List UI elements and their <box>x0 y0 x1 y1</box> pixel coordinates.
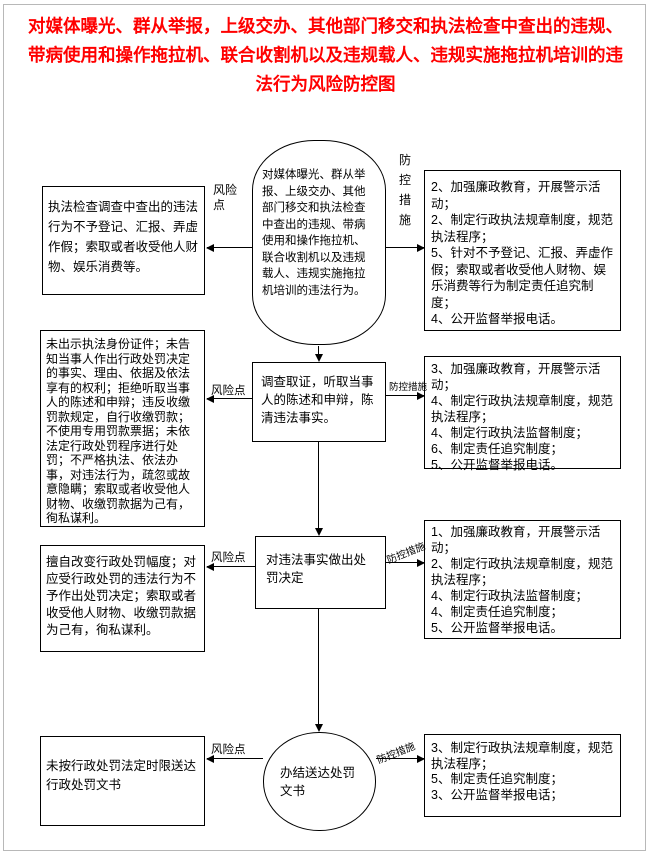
arrow-to-risk-2 <box>206 395 252 403</box>
arrowhead-left-icon <box>206 563 214 571</box>
arrow-down-2 <box>315 442 323 536</box>
arrowhead-down-icon <box>315 528 323 536</box>
risk-point-label-1: 风险点 <box>213 183 238 212</box>
arrowhead-down-icon <box>315 724 323 732</box>
arrowhead-left-icon <box>206 755 214 763</box>
measure-box-3: 1、加强廉政教育，开展警示活动； 2、制定行政执法规章制度，规范执法程序； 4、… <box>424 520 621 639</box>
risk-point-label-4: 风险点 <box>211 744 246 756</box>
arrow-to-measure-2 <box>386 392 425 400</box>
arrow-to-measure-1 <box>386 244 425 252</box>
arrowhead-right-icon <box>417 559 425 567</box>
arrowhead-right-icon <box>417 755 425 763</box>
arrow-to-risk-3 <box>206 563 255 571</box>
flow-node-investigation: 调查取证，听取当事人的陈述和申辩，陈清违法事实。 <box>252 362 386 442</box>
arrowhead-right-icon <box>417 244 425 252</box>
page-border <box>3 4 646 851</box>
flow-node-penalty-decision: 对违法事实做出处罚决定 <box>255 536 386 609</box>
flow-node-deliver-documents-text: 办结送达处罚文书 <box>280 765 356 798</box>
arrow-down-3 <box>315 609 323 732</box>
page-title: 对媒体曝光、群从举报，上级交办、其他部门移交和执法检查中查出的违规、带病使用和操… <box>28 16 623 94</box>
risk-point-label-2: 风险点 <box>211 385 246 397</box>
flow-node-deliver-documents: 办结送达处罚文书 <box>263 732 376 831</box>
risk-box-1: 执法检查调查中查出的违法行为不予登记、汇报、弄虚作假；索取或者收受他人财物、娱乐… <box>42 186 205 295</box>
arrowhead-right-icon <box>417 392 425 400</box>
arrowhead-left-icon <box>206 244 214 252</box>
measure-box-2: 3、加强廉政教育，开展警示活动； 4、制定行政执法规章制度，规范执法程序； 4、… <box>424 356 621 472</box>
risk-box-3: 擅自改变行政处罚幅度；对应受行政处罚的违法行为不予作出处罚决定；索取或者收受他人… <box>40 545 205 652</box>
risk-box-4: 未按行政处罚法定时限送达行政处罚文书 <box>40 736 205 826</box>
measure-box-1: 2、加强廉政教育，开展警示活动； 2、制定行政执法规章制度，规范执法程序； 5、… <box>424 170 621 331</box>
prevention-measures-label-2: 防控措施 <box>389 382 428 393</box>
flow-node-violation-sources: 对媒体曝光、群从举报、上级交办、其他部门移交和执法检查中查出的违规、带病使用和操… <box>252 140 386 345</box>
risk-point-label-3: 风险点 <box>211 552 246 564</box>
arrow-to-measure-4 <box>376 755 425 763</box>
risk-box-2: 未出示执法身份证件；未告知当事人作出行政处罚决定的事实、理由、依据及依法享有的权… <box>40 330 205 527</box>
measure-box-4: 3、制定行政执法规章制度，规范执法程序； 5、制定责任追究制度； 3、公开监督举… <box>424 734 621 817</box>
arrow-down-1 <box>315 346 323 362</box>
prevention-measures-label-1: 防控措施 <box>399 153 412 227</box>
arrowhead-left-icon <box>206 395 214 403</box>
arrowhead-down-icon <box>315 354 323 362</box>
arrow-to-measure-3 <box>386 559 425 567</box>
arrow-to-risk-4 <box>206 755 263 763</box>
arrow-to-risk-1 <box>206 244 253 252</box>
